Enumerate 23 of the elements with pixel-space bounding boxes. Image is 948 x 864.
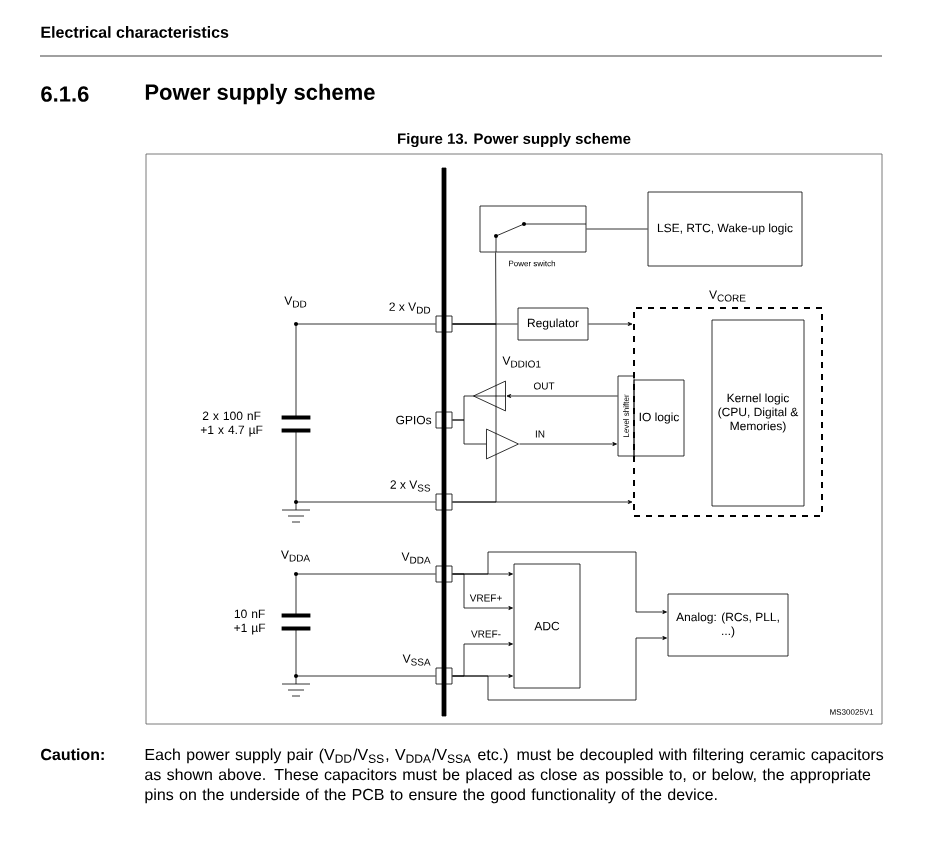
connector <box>295 323 436 418</box>
section-title: Power supply scheme <box>145 83 375 105</box>
section-number: 6.1.6 <box>41 86 89 102</box>
output-buffer-triangle <box>473 380 506 412</box>
capacitor-symbol <box>279 613 313 631</box>
input-buffer-triangle <box>486 428 519 460</box>
capacitor-symbol <box>279 415 313 433</box>
connector <box>295 430 436 503</box>
connector <box>506 394 618 398</box>
connector <box>452 636 667 701</box>
caution-text: Each power supply pair (V$_{DD}$/V$_{SS}$, V$_{DDA}$/V$_{SSA}$ etc.) must be decoupled with filtering ceramic capacitors as shown above. These capacitors must be placed as close as possible to, or below, the appropriate pins on the underside of the PCB to ensure the good functionality of the device. <box>145 748 884 804</box>
connector <box>295 628 436 677</box>
connector <box>588 322 633 326</box>
connector <box>452 419 487 445</box>
page-header: Electrical characteristics <box>41 26 229 38</box>
connector <box>452 323 497 503</box>
connector <box>295 573 436 616</box>
chip-boundary-bar <box>441 167 447 717</box>
caution-label: Caution: <box>41 748 104 761</box>
connector <box>519 442 617 446</box>
connector <box>452 551 667 614</box>
connector <box>586 228 648 230</box>
power-switch-box <box>479 205 587 253</box>
